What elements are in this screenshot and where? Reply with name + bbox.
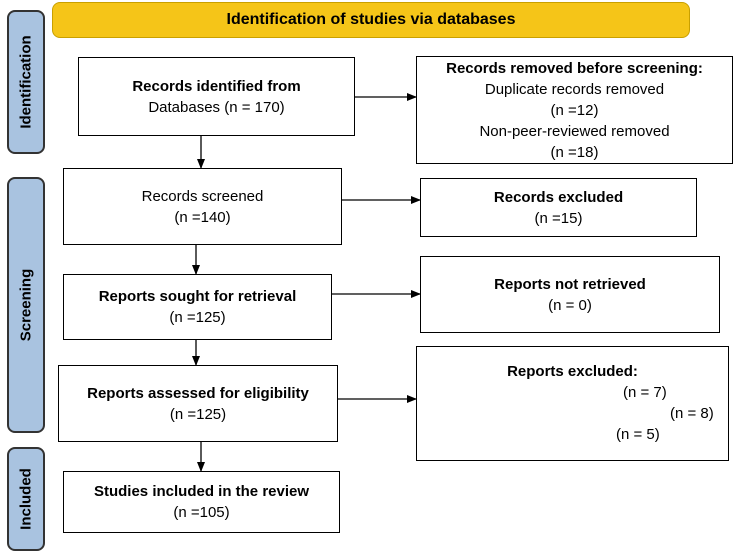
- studies-included-box: Studies included in the review (n =105): [63, 471, 340, 533]
- reports-not-retrieved-title: Reports not retrieved: [494, 275, 646, 293]
- records-removed-title: Records removed before screening:: [446, 59, 703, 77]
- nonpeer-removed-count: (n =18): [550, 143, 599, 161]
- records-screened-count: (n =140): [174, 208, 231, 226]
- records-removed-box: Records removed before screening: Duplic…: [416, 56, 733, 164]
- reports-excluded-count-1: (n = 7): [623, 384, 667, 401]
- records-identified-databases: Databases (n = 170): [148, 98, 285, 116]
- reports-not-retrieved-count: (n = 0): [548, 296, 592, 314]
- duplicate-removed-count: (n =12): [550, 101, 599, 119]
- records-screened-title: Records screened: [141, 187, 264, 205]
- records-excluded-box: Records excluded (n =15): [420, 178, 697, 237]
- reports-excluded-count-3: (n = 5): [616, 426, 660, 443]
- reports-excluded-title: Reports excluded:: [507, 363, 638, 380]
- reports-sought-box: Reports sought for retrieval (n =125): [63, 274, 332, 340]
- records-excluded-count: (n =15): [534, 209, 583, 227]
- duplicate-removed-label: Duplicate records removed: [484, 80, 665, 98]
- reports-sought-title: Reports sought for retrieval: [98, 288, 297, 305]
- reports-excluded-box: Reports excluded: (n = 7) (n = 8) (n = 5…: [416, 346, 729, 461]
- nonpeer-removed-label: Non-peer-reviewed removed: [479, 122, 670, 140]
- studies-included-count: (n =105): [173, 504, 230, 521]
- stage-included: Included: [7, 447, 45, 551]
- reports-not-retrieved-box: Reports not retrieved (n = 0): [420, 256, 720, 333]
- stage-screening: Screening: [7, 177, 45, 433]
- reports-assessed-box: Reports assessed for eligibility (n =125…: [58, 365, 338, 442]
- reports-assessed-title: Reports assessed for eligibility: [87, 384, 309, 402]
- banner-title: Identification of studies via databases: [52, 2, 690, 38]
- records-identified-box: Records identified from Databases (n = 1…: [78, 57, 355, 136]
- reports-sought-count: (n =125): [169, 309, 226, 326]
- reports-assessed-count: (n =125): [169, 405, 227, 423]
- records-identified-title: Records identified from: [132, 77, 301, 95]
- studies-included-title: Studies included in the review: [93, 483, 310, 500]
- records-excluded-title: Records excluded: [493, 188, 624, 206]
- reports-excluded-count-2: (n = 8): [670, 405, 714, 422]
- records-screened-box: Records screened (n =140): [63, 168, 342, 245]
- stage-identification: Identification: [7, 10, 45, 154]
